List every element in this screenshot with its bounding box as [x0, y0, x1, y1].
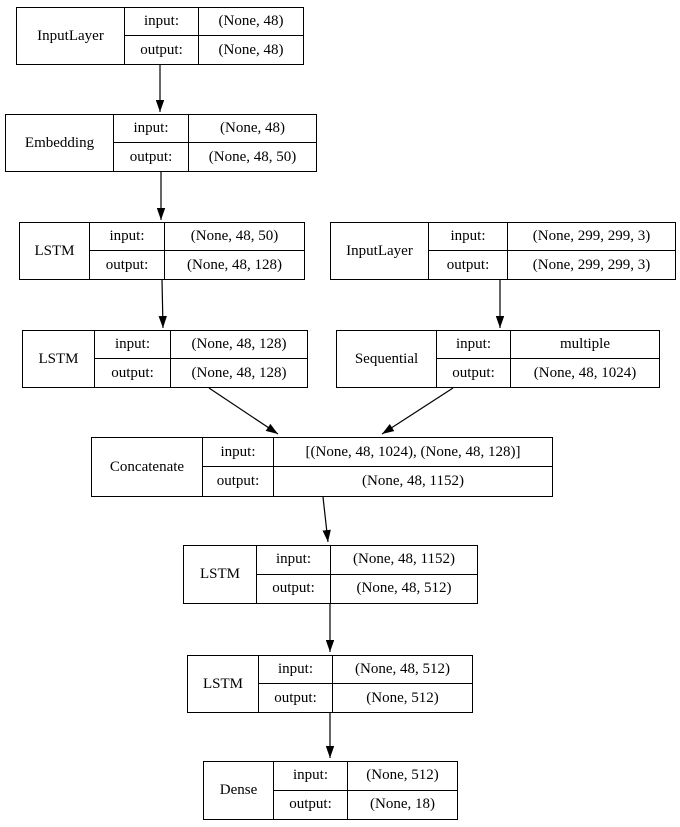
- layer-name: LSTM: [20, 223, 90, 279]
- output-shape: (None, 48, 1152): [362, 473, 464, 489]
- input-shape: (None, 48, 512): [333, 656, 472, 684]
- input-shape: multiple: [511, 331, 659, 359]
- output-label: output:: [259, 684, 333, 712]
- input-label: input:: [259, 656, 333, 684]
- output-label: output:: [437, 359, 511, 387]
- input-shape: (None, 512): [348, 762, 457, 791]
- input-shape: (None, 48, 128): [171, 331, 307, 359]
- input-label: input:: [437, 331, 511, 359]
- edge-sequential-concat: [381, 387, 454, 435]
- layer-name: LSTM: [188, 656, 259, 712]
- output-shape: (None, 512): [366, 689, 439, 706]
- layer-node-embedding: Embedding input: (None, 48) output: (Non…: [5, 114, 317, 172]
- output-label: output:: [95, 359, 171, 387]
- input-label: input:: [90, 223, 165, 251]
- input-label: input:: [203, 438, 274, 467]
- input-label: input:: [95, 331, 171, 359]
- input-label: input:: [257, 546, 331, 575]
- output-shape: (None, 48, 50): [208, 148, 297, 165]
- layer-node-lstm-3: LSTM input: (None, 48, 1152) output: (No…: [183, 545, 478, 604]
- input-shape: (None, 48): [189, 115, 316, 143]
- edge-lstm1-lstm2: [158, 279, 167, 329]
- layer-name: InputLayer: [17, 8, 125, 64]
- input-label: input:: [274, 762, 348, 791]
- layer-name: Sequential: [337, 331, 437, 387]
- layer-name: LSTM: [23, 331, 95, 387]
- input-shape: (None, 48): [199, 8, 303, 36]
- input-shape: (None, 48, 1152): [331, 546, 477, 575]
- output-shape: (None, 48, 128): [187, 256, 282, 273]
- layer-name: LSTM: [184, 546, 257, 603]
- layer-node-inputlayer-image: InputLayer input: (None, 299, 299, 3) ou…: [330, 222, 676, 280]
- output-shape: (None, 48, 128): [191, 364, 287, 381]
- input-label: input:: [429, 223, 508, 251]
- layer-node-lstm-4: LSTM input: (None, 48, 512) output: (Non…: [187, 655, 473, 713]
- layer-node-lstm-2: LSTM input: (None, 48, 128) output: (Non…: [22, 330, 308, 388]
- input-shape: (None, 299, 299, 3): [508, 223, 675, 251]
- output-label: output:: [125, 36, 199, 64]
- edge-lstm2-concatenate: [208, 387, 279, 435]
- output-label: output:: [257, 574, 331, 603]
- output-label: output:: [203, 467, 274, 496]
- output-shape: (None, 48, 1024): [533, 364, 637, 381]
- layer-node-lstm-1: LSTM input: (None, 48, 50) output: (None…: [19, 222, 305, 280]
- layer-node-dense: Dense input: (None, 512) output: (None, …: [203, 761, 458, 820]
- output-label: output:: [114, 143, 189, 171]
- layer-name: Embedding: [6, 115, 114, 171]
- output-shape: (None, 299, 299, 3): [532, 256, 651, 273]
- layer-node-inputlayer-text: InputLayer input: (None, 48) output: (No…: [16, 7, 304, 65]
- layer-node-sequential: Sequential input: multiple output: (None…: [336, 330, 660, 388]
- input-label: input:: [125, 8, 199, 36]
- output-label: output:: [274, 790, 348, 819]
- layer-name: Concatenate: [92, 438, 203, 496]
- input-shape: [(None, 48, 1024), (None, 48, 128)]: [274, 438, 552, 467]
- edge-concatenate-lstm3: [322, 496, 331, 543]
- layer-name: InputLayer: [331, 223, 429, 279]
- layer-node-concatenate: Concatenate input: [(None, 48, 1024), (N…: [91, 437, 553, 497]
- input-label: input:: [114, 115, 189, 143]
- output-shape: (None, 48, 512): [356, 580, 452, 597]
- output-label: output:: [90, 251, 165, 279]
- output-label: output:: [429, 251, 508, 279]
- output-shape: (None, 48): [218, 41, 284, 58]
- layer-name: Dense: [204, 762, 274, 819]
- input-shape: (None, 48, 50): [165, 223, 304, 251]
- output-shape: (None, 18): [370, 796, 435, 813]
